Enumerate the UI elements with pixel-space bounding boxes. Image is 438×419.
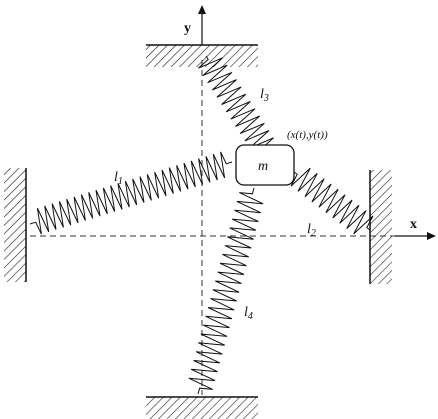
mass-label: m — [258, 159, 268, 174]
spring-l4-label: l4 — [244, 305, 253, 322]
wall-left — [4, 168, 27, 282]
spring-l4 — [188, 187, 264, 395]
x-axis-label: x — [410, 217, 417, 232]
mass-block — [235, 144, 295, 186]
mass-position-label: (x(t),y(t)) — [287, 129, 328, 141]
wall-right — [369, 170, 392, 284]
spring-l3 — [198, 55, 274, 151]
wall-bottom — [146, 396, 258, 419]
spring-l2 — [290, 167, 374, 235]
spring-l1 — [29, 151, 233, 235]
spring-l1-label: l1 — [114, 170, 123, 187]
x-axis-arrow — [395, 232, 436, 240]
y-axis-arrow — [198, 5, 206, 45]
spring-l3-label: l3 — [260, 87, 269, 104]
y-axis-label: y — [184, 21, 191, 36]
spring-l2-label: l2 — [307, 222, 316, 239]
